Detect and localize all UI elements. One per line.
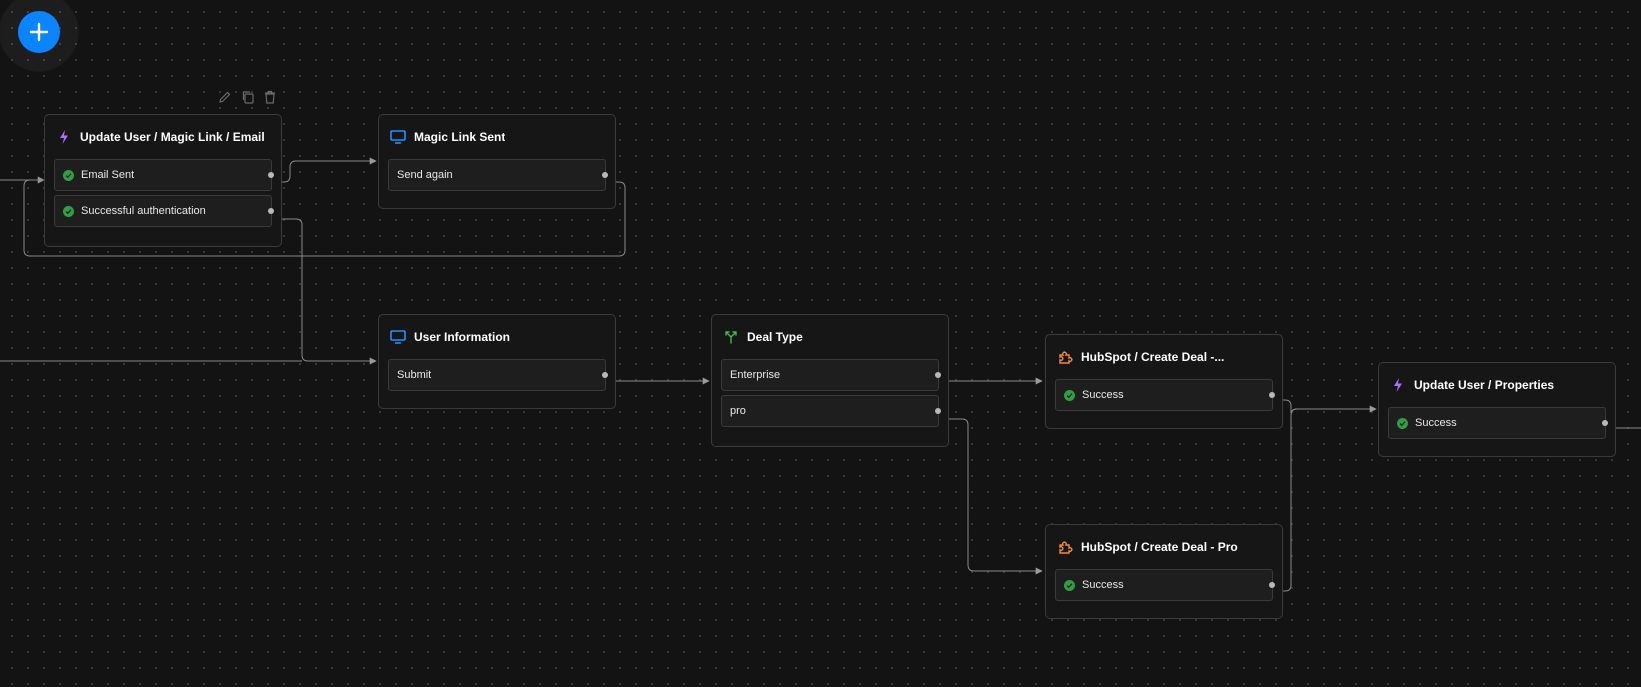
check-circle-icon: [63, 169, 74, 181]
monitor-icon: [390, 129, 406, 145]
output-handle[interactable]: [268, 208, 274, 214]
add-node-button[interactable]: [18, 11, 60, 53]
trash-icon[interactable]: [263, 90, 277, 104]
port-label: Email Sent: [81, 169, 135, 181]
port-enterprise[interactable]: Enterprise: [721, 359, 941, 391]
node-title: Update User / Magic Link / Email: [80, 130, 265, 144]
node-update-user-properties[interactable]: Update User / Properties Success: [1378, 362, 1616, 457]
pencil-icon[interactable]: [218, 90, 232, 104]
node-title: Magic Link Sent: [414, 130, 506, 144]
port-label: Success: [1082, 389, 1124, 401]
port-label: Submit: [397, 369, 432, 381]
check-circle-icon: [1064, 579, 1075, 591]
branch-icon: [723, 329, 739, 345]
node-title: Deal Type: [747, 330, 803, 344]
node-update-user-magic-link[interactable]: Update User / Magic Link / Email Email S…: [44, 114, 282, 247]
node-deal-type[interactable]: Deal Type Enterprise pro: [711, 314, 949, 447]
edge-auth-to-user-information: [270, 218, 377, 365]
port-label: Success: [1415, 417, 1457, 429]
output-handle[interactable]: [1269, 392, 1275, 398]
node-title: User Information: [414, 330, 511, 344]
output-handle[interactable]: [602, 372, 608, 378]
monitor-icon: [390, 329, 406, 345]
port-label: Enterprise: [730, 369, 781, 381]
port-label: Send again: [397, 169, 453, 181]
lightning-icon: [1390, 377, 1406, 393]
puzzle-icon: [1057, 349, 1073, 365]
check-circle-icon: [63, 205, 74, 217]
port-success[interactable]: Success: [1388, 407, 1608, 439]
output-handle[interactable]: [602, 172, 608, 178]
node-magic-link-sent[interactable]: Magic Link Sent Send again: [378, 114, 616, 209]
plus-icon: [29, 22, 49, 42]
output-handle[interactable]: [935, 372, 941, 378]
node-hubspot-create-deal-enterprise[interactable]: HubSpot / Create Deal -... Success: [1045, 334, 1283, 429]
port-pro[interactable]: pro: [721, 395, 941, 427]
port-successful-authentication[interactable]: Successful authentication: [54, 195, 274, 227]
node-title: HubSpot / Create Deal - Pro: [1081, 540, 1238, 554]
output-handle[interactable]: [935, 408, 941, 414]
port-success[interactable]: Success: [1055, 569, 1275, 601]
node-title: HubSpot / Create Deal -...: [1081, 350, 1225, 364]
node-user-information[interactable]: User Information Submit: [378, 314, 616, 409]
node-title: Update User / Properties: [1414, 378, 1555, 392]
check-circle-icon: [1064, 389, 1075, 401]
edge-email-sent-to-magic-link-sent: [270, 157, 377, 183]
edge-hubspot-enterprise-to-properties: [1271, 399, 1377, 416]
port-label: pro: [730, 405, 746, 417]
port-submit[interactable]: Submit: [388, 359, 608, 391]
output-handle[interactable]: [1602, 420, 1608, 426]
port-email-sent[interactable]: Email Sent: [54, 159, 274, 191]
edge-pro-to-hubspot-pro: [937, 418, 1043, 575]
output-handle[interactable]: [1269, 582, 1275, 588]
check-circle-icon: [1397, 417, 1408, 429]
puzzle-icon: [1057, 539, 1073, 555]
port-success[interactable]: Success: [1055, 379, 1275, 411]
port-label: Success: [1082, 579, 1124, 591]
lightning-icon: [56, 129, 72, 145]
node-hubspot-create-deal-pro[interactable]: HubSpot / Create Deal - Pro Success: [1045, 524, 1283, 619]
port-send-again[interactable]: Send again: [388, 159, 608, 191]
copy-icon[interactable]: [241, 90, 255, 104]
output-handle[interactable]: [268, 172, 274, 178]
port-label: Successful authentication: [81, 205, 206, 217]
